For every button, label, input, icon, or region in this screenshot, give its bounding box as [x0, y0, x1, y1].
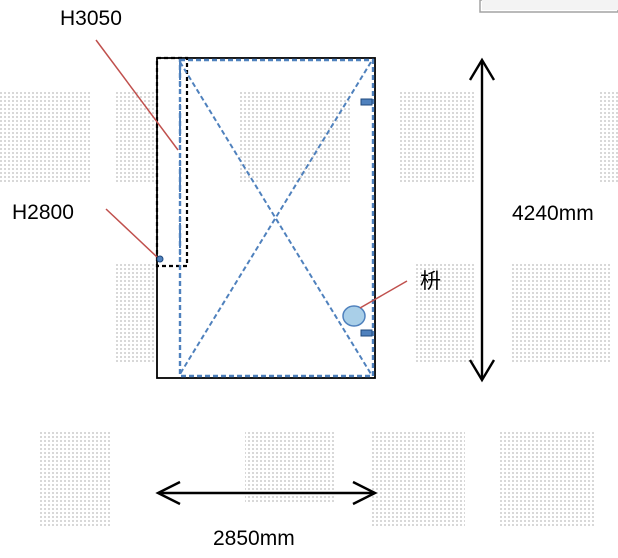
h3050-leader-line — [95, 39, 179, 151]
label-h2800: H2800 — [12, 201, 74, 224]
right-edge-marker — [360, 329, 373, 337]
watermark-block — [0, 92, 90, 182]
masu-leader-line — [359, 280, 408, 309]
watermark-block — [245, 432, 335, 502]
watermark-block — [370, 432, 465, 527]
label-masu: 枡 — [420, 269, 441, 293]
watermark-block — [115, 92, 155, 182]
watermark-block — [500, 432, 595, 527]
parking-area-outline — [178, 58, 375, 378]
height-dimension-arrow — [468, 57, 496, 383]
watermark-block — [510, 262, 610, 362]
watermark-block — [415, 262, 475, 362]
watermark-block — [40, 432, 110, 527]
width-dimension-arrow — [155, 480, 378, 506]
label-height-dimension: 4240mm — [512, 202, 594, 225]
parking-area-diagonal — [179, 61, 372, 375]
masu-circle — [342, 305, 366, 327]
watermark-block — [400, 92, 475, 182]
watermark-block — [115, 262, 155, 362]
h2800-leader-line — [105, 208, 158, 258]
watermark-block — [240, 92, 350, 182]
watermark-block — [600, 92, 618, 182]
watermark-top-box — [479, 0, 618, 13]
right-edge-marker — [360, 98, 373, 106]
adjacent-building-outline — [155, 56, 189, 268]
parking-area-diagonal — [179, 61, 372, 375]
label-width-dimension: 2850mm — [213, 527, 295, 550]
h2800-point — [156, 255, 164, 263]
label-h3050: H3050 — [60, 7, 122, 30]
watermark — [0, 0, 618, 527]
